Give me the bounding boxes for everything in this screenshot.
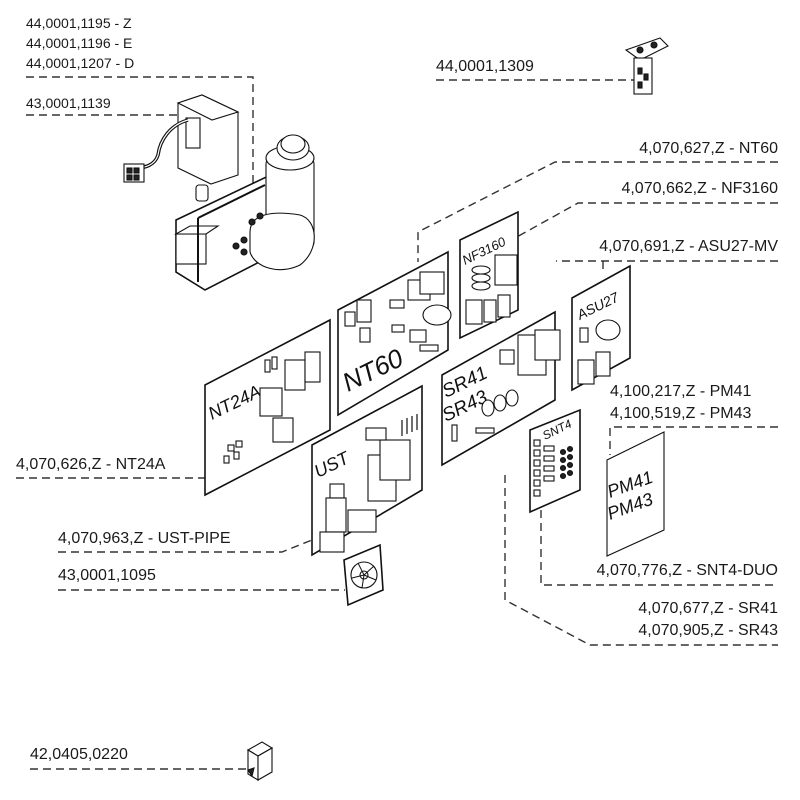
valve-assembly-part	[173, 134, 315, 291]
callout-plug: 42,0405,0220	[30, 746, 128, 763]
callout-valve-group-line-3: 44,0001,1207 - D	[26, 55, 135, 71]
callout-clip: 44,0001,1309	[436, 58, 534, 75]
callout-snt4: 4,070,776,Z - SNT4-DUO	[596, 562, 778, 579]
callout-fan: 43,0001,1095	[58, 567, 156, 584]
leader-sr	[504, 475, 778, 646]
callout-ust-pipe: 4,070,963,Z - UST-PIPE	[58, 530, 231, 547]
sr41-sr43-board: SR41 SR43	[439, 310, 561, 467]
asu27-board: ASU27	[571, 264, 631, 392]
snt4-board: SNT4	[529, 408, 581, 514]
callout-valve-group-line-1: 44,0001,1195 - Z	[26, 15, 132, 31]
callout-nf3160: 4,070,662,Z - NF3160	[621, 180, 778, 197]
callout-coil-housing: 43,0001,1139	[26, 95, 111, 111]
leader-nf3160	[514, 202, 778, 239]
nt24a-board: NT24A	[204, 318, 331, 497]
fan-part	[343, 543, 384, 607]
callout-sr-line-1: 4,070,677,Z - SR41	[638, 600, 778, 617]
coil-housing-part	[123, 94, 240, 185]
callout-sr-line-2: 4,070,905,Z - SR43	[638, 622, 778, 639]
leader-pm	[609, 426, 778, 455]
plug-part	[246, 741, 274, 781]
pm41-pm43-board: PM41 PM43	[605, 431, 665, 557]
callout-pm-line-2: 4,100,519,Z - PM43	[610, 405, 752, 422]
leader-nt60	[417, 161, 778, 262]
clip-part	[624, 37, 669, 95]
ust-board: UST	[311, 384, 423, 557]
leader-lines	[16, 76, 778, 770]
callout-pm-line-1: 4,100,217,Z - PM41	[610, 383, 752, 400]
callout-nt60: 4,070,627,Z - NT60	[639, 140, 778, 157]
leader-ust-pipe	[58, 539, 313, 553]
callout-valve-group-line-2: 44,0001,1196 - E	[26, 35, 133, 51]
leader-valve-group	[26, 76, 254, 205]
nt60-board: NT60	[337, 250, 452, 417]
nf3160-board: NF3160	[459, 210, 519, 340]
callout-asu27: 4,070,691,Z - ASU27-MV	[599, 238, 778, 255]
callout-nt24a: 4,070,626,Z - NT24A	[16, 456, 166, 473]
